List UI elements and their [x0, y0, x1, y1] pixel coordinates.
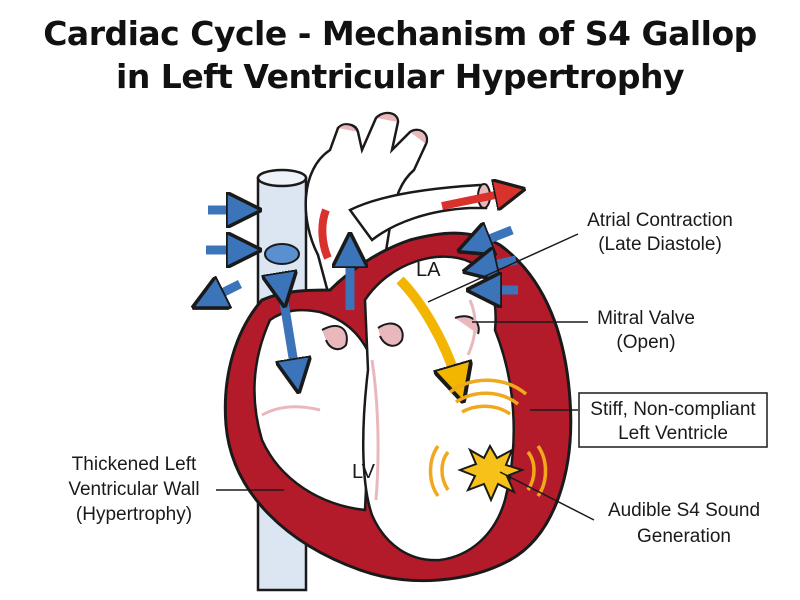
label-stiff-lv-line1: Stiff, Non-compliant	[590, 399, 756, 420]
label-s4-sound-line2: Generation	[637, 526, 731, 547]
title-line-2: in Left Ventricular Hypertrophy	[116, 57, 684, 96]
label-atrial-contraction-line2: (Late Diastole)	[598, 234, 722, 255]
label-stiff-lv-box	[578, 392, 768, 448]
label-mitral-valve-line2: (Open)	[616, 332, 675, 353]
lv-label: LV	[352, 461, 376, 483]
label-thickened-wall: Thickened Left Ventricular Wall (Hypertr…	[68, 454, 199, 525]
arterial-flow-arrows	[318, 192, 510, 260]
la-label: LA	[416, 259, 441, 281]
label-stiff-lv-line2: Left Ventricle	[618, 423, 728, 444]
venous-flow-arrows	[206, 210, 518, 376]
label-atrial-contraction-line1: Atrial Contraction	[587, 210, 733, 231]
heart-valves	[264, 243, 480, 356]
label-stiff-lv: Stiff, Non-compliant Left Ventricle	[578, 392, 768, 448]
label-mitral-valve: Mitral Valve (Open)	[597, 308, 695, 353]
label-thickened-wall-line3: (Hypertrophy)	[76, 504, 192, 525]
leader-lines	[216, 233, 595, 521]
label-s4-sound: Audible S4 Sound Generation	[608, 500, 760, 547]
s4-sound-burst	[428, 378, 548, 503]
label-thickened-wall-line1: Thickened Left	[72, 454, 197, 475]
label-s4-sound-line1: Audible S4 Sound	[608, 500, 760, 521]
atrial-flow-arrow	[396, 276, 458, 384]
label-mitral-valve-line1: Mitral Valve	[597, 308, 695, 329]
title-line-1: Cardiac Cycle - Mechanism of S4 Gallop	[43, 14, 757, 53]
label-atrial-contraction: Atrial Contraction (Late Diastole)	[587, 210, 733, 255]
label-thickened-wall-line2: Ventricular Wall	[68, 479, 199, 500]
